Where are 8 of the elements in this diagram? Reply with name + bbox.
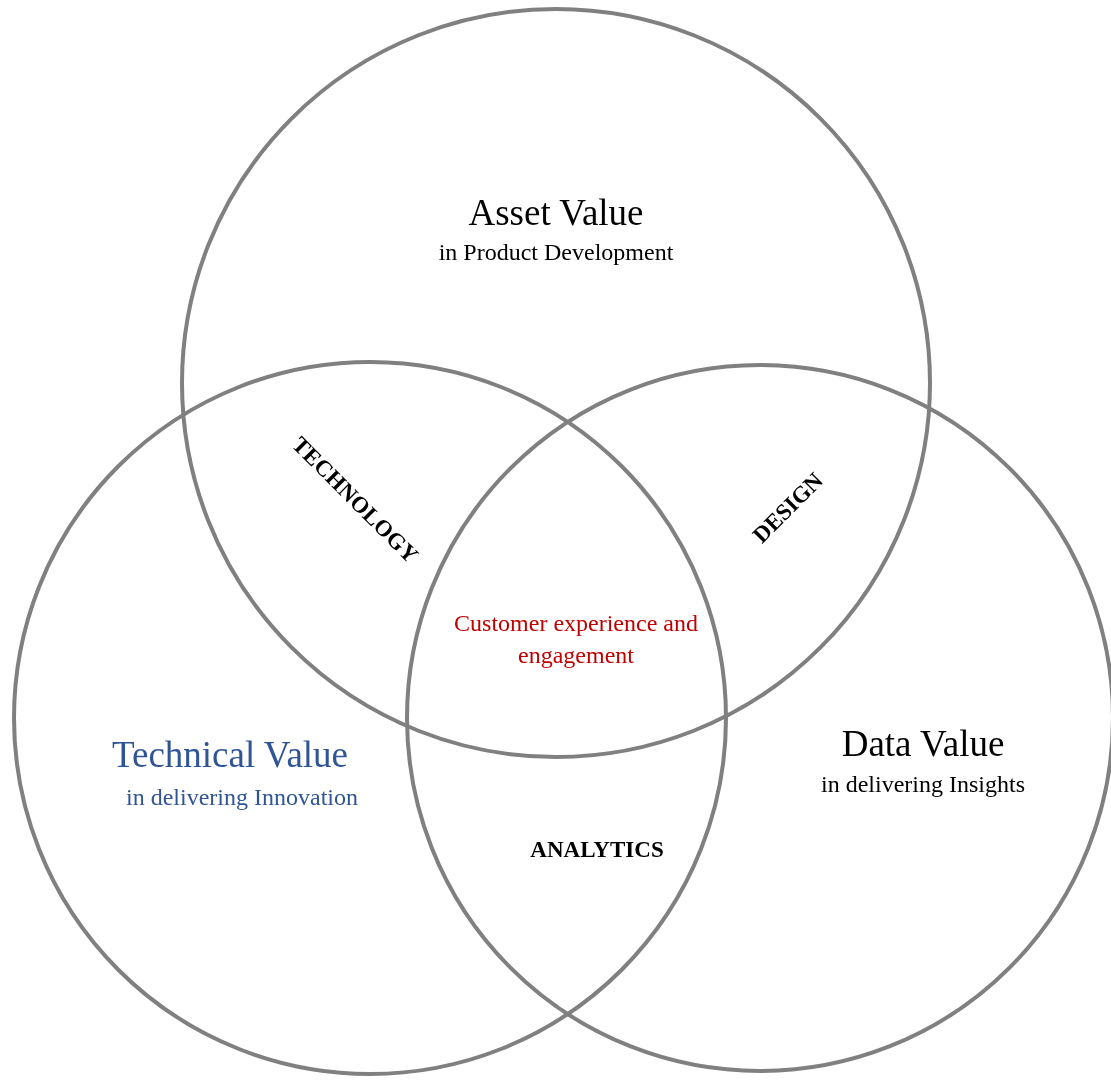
circle-subtitle: in delivering Innovation [126,782,358,812]
circle-subtitle: in delivering Insights [821,769,1025,799]
circle-title: Asset Value [468,190,644,235]
circle-subtitle: in Product Development [438,237,674,267]
overlap-label: Customer experience and engagement [453,608,699,670]
circle-title: Technical Value [111,732,349,777]
overlap-label: ANALYTICS [530,836,664,864]
circle-title: Data Value [841,721,1005,766]
